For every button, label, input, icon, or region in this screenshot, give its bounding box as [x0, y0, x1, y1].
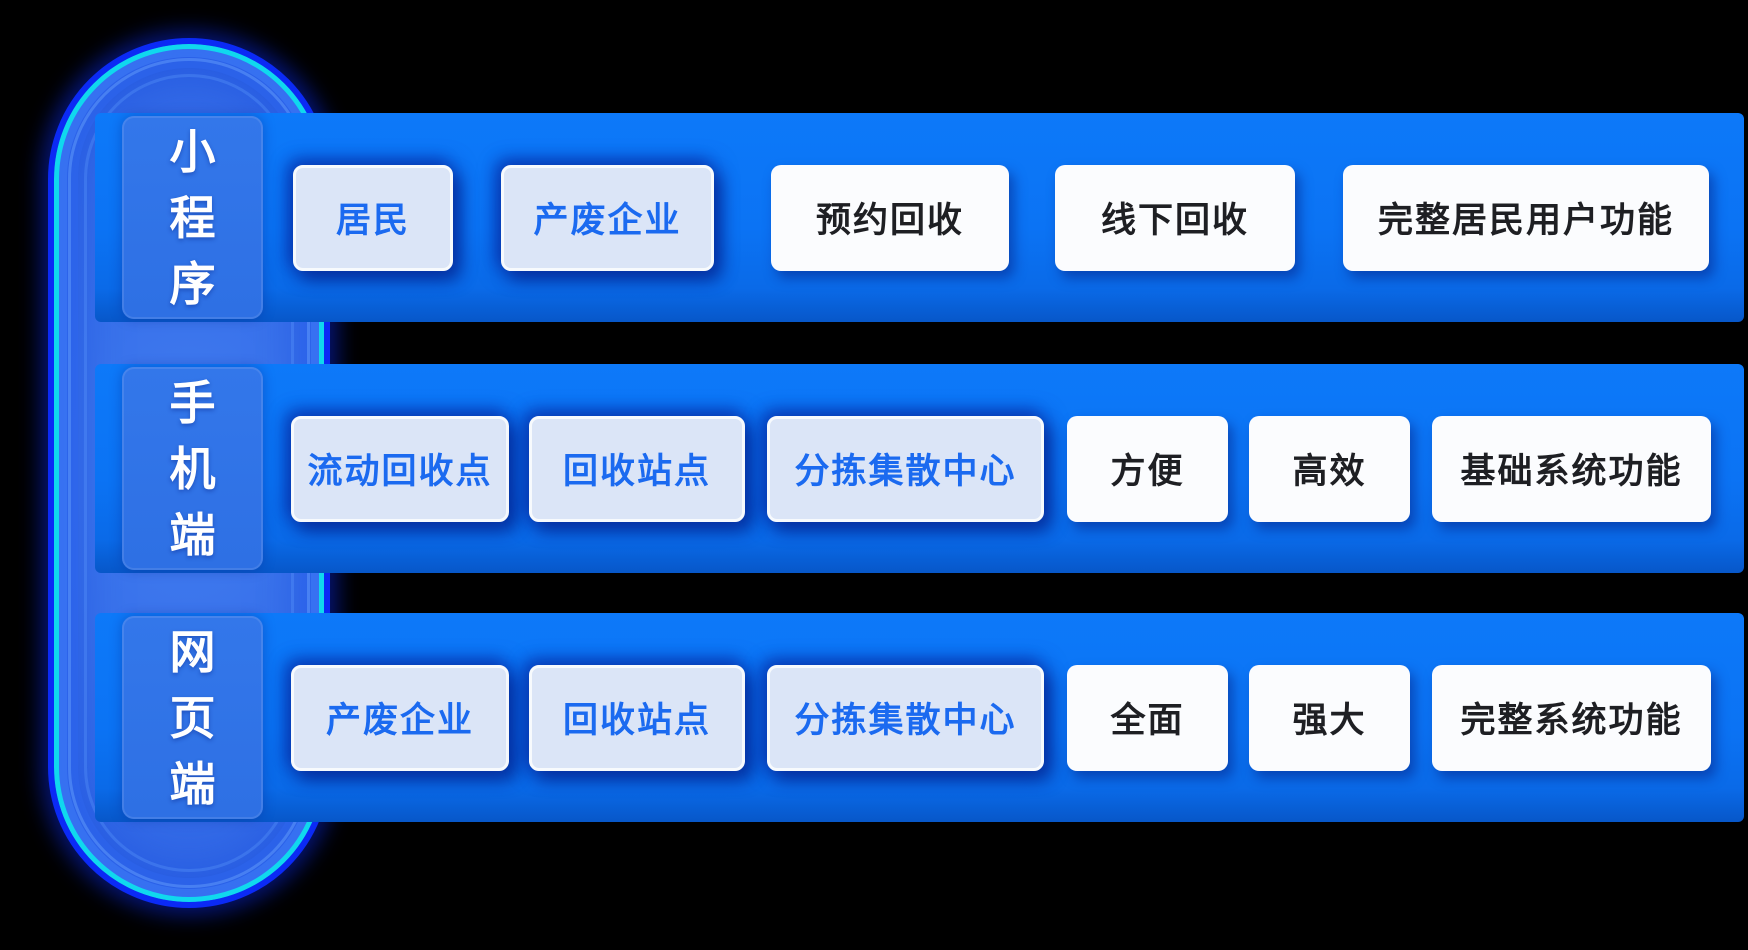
platform-band-web: 网页端 产废企业 回收站点 分拣集散中心 全面 强大 完整系统功能: [95, 613, 1744, 822]
feature-box: 线下回收: [1055, 164, 1295, 271]
feature-box: 方便: [1067, 415, 1228, 522]
feature-box: 全面: [1067, 664, 1228, 771]
feature-box: 完整系统功能: [1432, 664, 1711, 771]
platform-band-miniprogram: 小程序 居民 产废企业 预约回收 线下回收 完整居民用户功能: [95, 113, 1744, 322]
row-label-miniprogram: 小程序: [122, 116, 263, 319]
user-type-box: 回收站点: [529, 415, 745, 522]
row-label-text: 网页端: [169, 625, 216, 810]
feature-box: 完整居民用户功能: [1343, 164, 1709, 271]
user-type-box: 产废企业: [501, 164, 714, 271]
user-type-box: 居民: [293, 164, 453, 271]
feature-box: 强大: [1249, 664, 1410, 771]
row-label-web: 网页端: [122, 616, 263, 819]
user-type-box: 流动回收点: [291, 415, 509, 522]
user-type-box: 产废企业: [291, 664, 509, 771]
user-type-box: 回收站点: [529, 664, 745, 771]
row-label-text: 手机端: [169, 376, 216, 561]
feature-box: 基础系统功能: [1432, 415, 1711, 522]
platform-band-mobile: 手机端 流动回收点 回收站点 分拣集散中心 方便 高效 基础系统功能: [95, 364, 1744, 573]
feature-box: 预约回收: [771, 164, 1009, 271]
row-label-mobile: 手机端: [122, 367, 263, 570]
row-label-text: 小程序: [169, 125, 216, 310]
user-type-box: 分拣集散中心: [767, 415, 1044, 522]
user-type-box: 分拣集散中心: [767, 664, 1044, 771]
feature-box: 高效: [1249, 415, 1410, 522]
